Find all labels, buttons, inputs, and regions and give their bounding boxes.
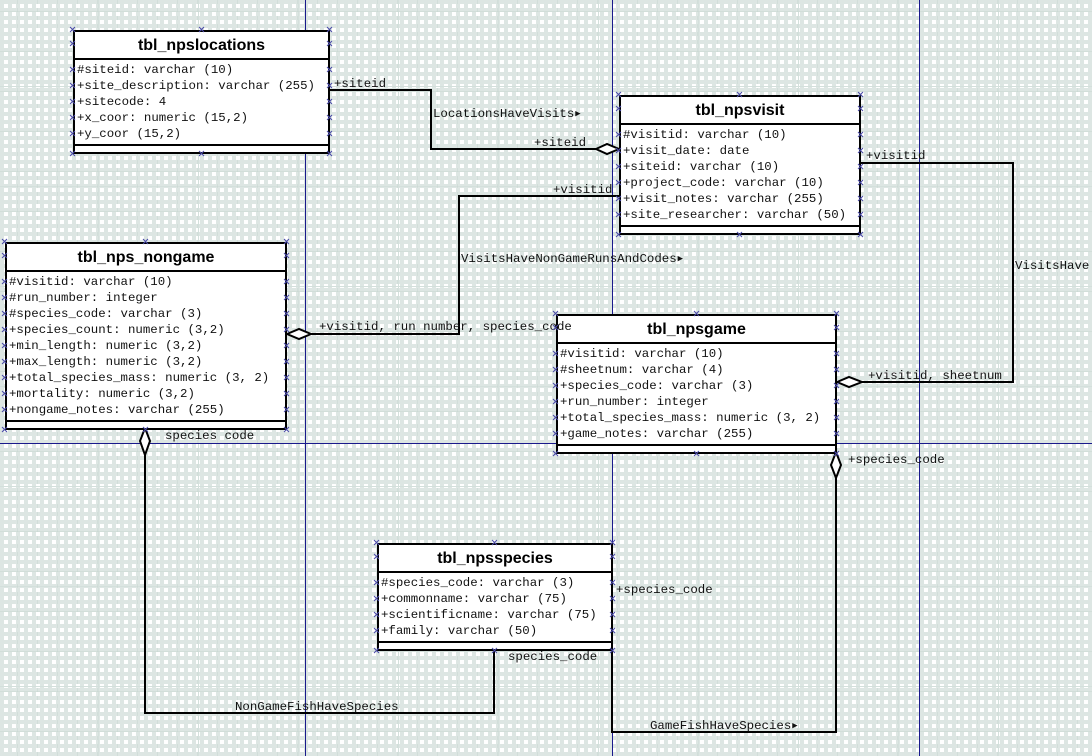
direction-arrow-icon: ▶: [677, 254, 684, 264]
attribute-nongame-notes[interactable]: +nongame_notes: varchar (255): [9, 403, 225, 417]
attribute-sheetnum[interactable]: #sheetnum: varchar (4): [560, 363, 724, 377]
relationship-name: GameFishHaveSpecies: [650, 719, 792, 733]
attribute-y-coor[interactable]: +y_coor (15,2): [77, 127, 182, 141]
entity-tbl-npsgame[interactable]: tbl_npsgame #visitid: varchar (10) #shee…: [556, 314, 837, 454]
attribute-x-coor[interactable]: +x_coor: numeric (15,2): [77, 111, 249, 125]
aggregation-diamond: [834, 375, 865, 389]
attribute-list: #visitid: varchar (10) #sheetnum: varcha…: [558, 344, 835, 446]
attribute-visitid[interactable]: #visitid: varchar (10): [623, 128, 787, 142]
operations-compartment: [75, 146, 328, 152]
entity-tbl-npslocations[interactable]: tbl_npslocations #siteid: varchar (10) +…: [73, 30, 330, 154]
direction-arrow-icon: ▶: [792, 721, 798, 731]
attribute-total-species-mass[interactable]: +total_species_mass: numeric (3, 2): [9, 371, 270, 385]
attribute-site-researcher[interactable]: +site_researcher: varchar (50): [623, 208, 847, 222]
page-boundary-line: [919, 0, 920, 756]
attribute-game-notes[interactable]: +game_notes: varchar (255): [560, 427, 754, 441]
role-label: +siteid: [534, 136, 587, 150]
relationship-name-label: NonGameFishHaveSpecies: [235, 700, 399, 714]
role-label: +visitid: [866, 149, 926, 163]
relationship-name-label: LocationsHaveVisits▶: [433, 107, 581, 121]
attribute-min-length[interactable]: +min_length: numeric (3,2): [9, 339, 203, 353]
attribute-siteid[interactable]: #siteid: varchar (10): [77, 63, 234, 77]
attribute-scientificname[interactable]: +scientificname: varchar (75): [381, 608, 597, 622]
attribute-total-species-mass[interactable]: +total_species_mass: numeric (3, 2): [560, 411, 821, 425]
relationship-line-nongame-have-species[interactable]: [144, 455, 495, 714]
role-label: +visitid: [553, 183, 613, 197]
direction-arrow-icon: ▶: [575, 109, 581, 119]
relationship-name-label: VisitsHave: [1015, 259, 1090, 273]
attribute-species-code[interactable]: +species_code: varchar (3): [560, 379, 754, 393]
entity-tbl-npsvisit[interactable]: tbl_npsvisit #visitid: varchar (10) +vis…: [619, 95, 861, 235]
relationship-name: VisitsHaveNonGameRunsAndCodes: [461, 252, 677, 266]
role-label: species code: [165, 429, 255, 443]
aggregation-diamond: [138, 425, 152, 458]
relationship-name: LocationsHaveVisits: [433, 107, 575, 121]
entity-tbl-nps-nongame[interactable]: tbl_nps_nongame #visitid: varchar (10) #…: [5, 242, 287, 430]
role-label: +siteid: [334, 77, 387, 91]
role-label: species_code: [508, 650, 598, 664]
entity-title: tbl_npsvisit: [621, 97, 859, 125]
aggregation-diamond: [593, 142, 622, 156]
attribute-run-number[interactable]: +run_number: integer: [560, 395, 709, 409]
attribute-species-code[interactable]: #species_code: varchar (3): [381, 576, 575, 590]
relationship-line-visits-have-game[interactable]: [860, 162, 1014, 383]
aggregation-diamond: [829, 449, 843, 481]
role-label: +species_code: [848, 453, 945, 467]
relationship-line-locations-have-visits[interactable]: [329, 89, 596, 150]
attribute-species-code[interactable]: #species_code: varchar (3): [9, 307, 203, 321]
aggregation-diamond: [284, 327, 314, 341]
attribute-visitid[interactable]: #visitid: varchar (10): [560, 347, 724, 361]
role-label: +visitid, run number, species_code: [319, 320, 572, 334]
operations-compartment: [621, 227, 859, 233]
attribute-visit-date[interactable]: +visit_date: date: [623, 144, 750, 158]
attribute-family[interactable]: +family: varchar (50): [381, 624, 538, 638]
attribute-site-description[interactable]: +site_description: varchar (255): [77, 79, 315, 93]
attribute-max-length[interactable]: +max_length: numeric (3,2): [9, 355, 203, 369]
page-boundary-line: [305, 0, 306, 756]
attribute-visit-notes[interactable]: +visit_notes: varchar (255): [623, 192, 824, 206]
attribute-list: #siteid: varchar (10) +site_description:…: [75, 60, 328, 146]
attribute-project-code[interactable]: +project_code: varchar (10): [623, 176, 824, 190]
attribute-run-number[interactable]: #run_number: integer: [9, 291, 158, 305]
operations-compartment: [7, 422, 285, 428]
operations-compartment: [379, 643, 611, 649]
page-boundary-line: [0, 443, 1092, 444]
relationship-line-game-have-species[interactable]: [611, 478, 837, 733]
entity-tbl-npsspecies[interactable]: tbl_npsspecies #species_code: varchar (3…: [377, 543, 613, 651]
attribute-visitid[interactable]: #visitid: varchar (10): [9, 275, 173, 289]
attribute-list: #visitid: varchar (10) +visit_date: date…: [621, 125, 859, 227]
attribute-siteid[interactable]: +siteid: varchar (10): [623, 160, 780, 174]
attribute-species-count[interactable]: +species_count: numeric (3,2): [9, 323, 225, 337]
attribute-list: #visitid: varchar (10) #run_number: inte…: [7, 272, 285, 422]
relationship-name-label: VisitsHaveNonGameRunsAndCodes▶: [461, 252, 683, 266]
entity-title: tbl_nps_nongame: [7, 244, 285, 272]
role-label: +visitid, sheetnum: [868, 369, 1002, 383]
role-label: +species_code: [616, 583, 713, 597]
attribute-commonname[interactable]: +commonname: varchar (75): [381, 592, 567, 606]
entity-title: tbl_npsgame: [558, 316, 835, 344]
relationship-name-label: GameFishHaveSpecies▶: [650, 719, 798, 733]
attribute-mortality[interactable]: +mortality: numeric (3,2): [9, 387, 195, 401]
entity-title: tbl_npslocations: [75, 32, 328, 60]
relationship-line-visits-have-nongame[interactable]: [311, 195, 619, 335]
operations-compartment: [558, 446, 835, 452]
attribute-list: #species_code: varchar (3) +commonname: …: [379, 573, 611, 643]
attribute-sitecode[interactable]: +sitecode: 4: [77, 95, 167, 109]
entity-title: tbl_npsspecies: [379, 545, 611, 573]
